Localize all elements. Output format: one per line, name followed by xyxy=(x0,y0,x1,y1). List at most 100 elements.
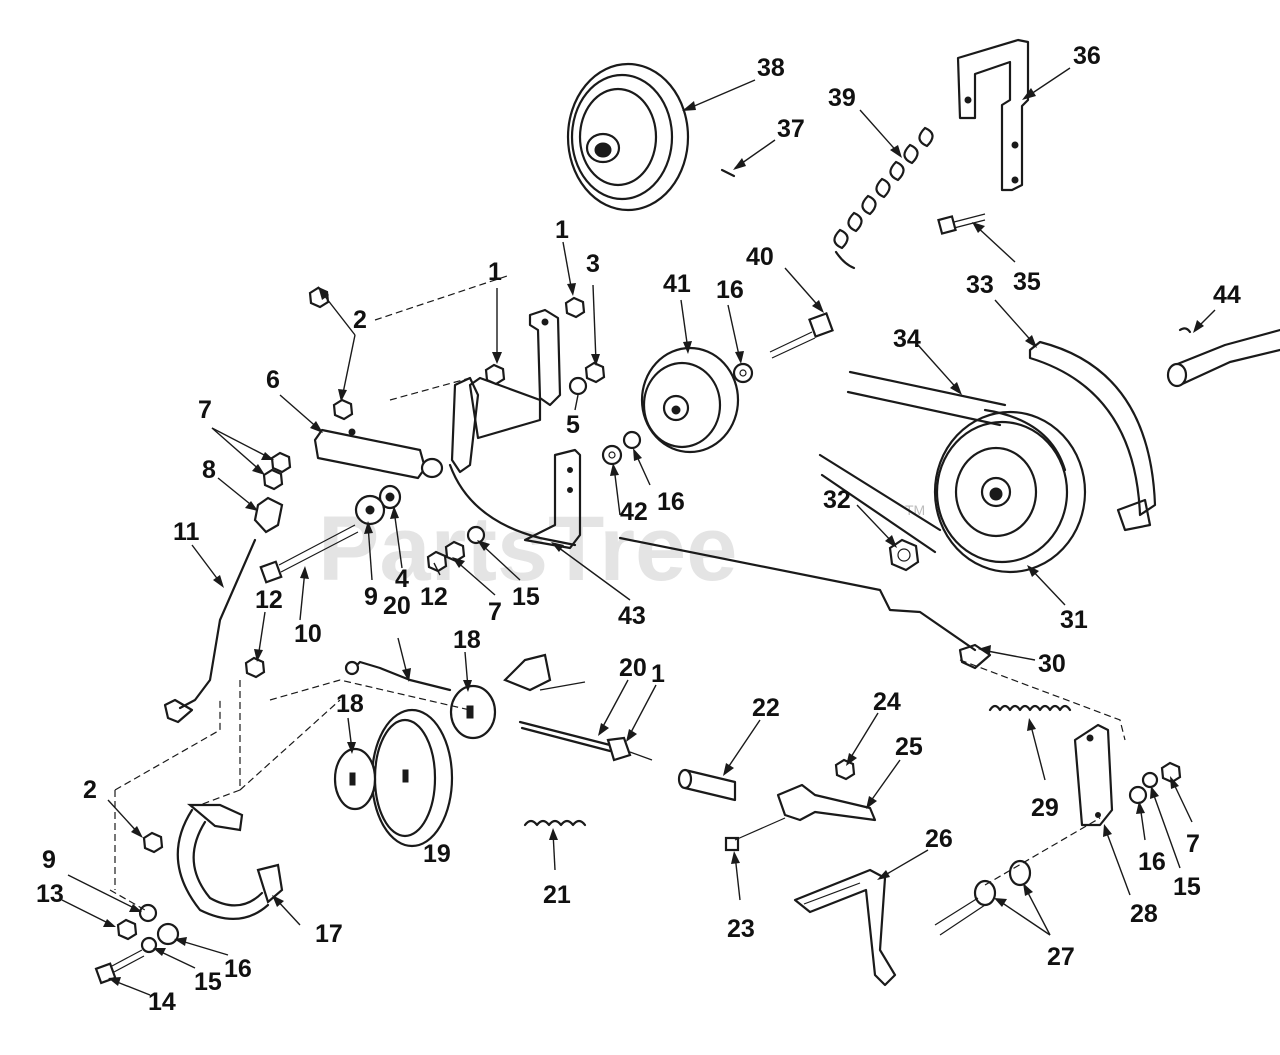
callout-4: 4 xyxy=(395,565,409,593)
callout-27: 27 xyxy=(1047,943,1075,971)
callout-20-a: 20 xyxy=(383,592,411,620)
part-12-nut-a xyxy=(244,656,266,679)
callout-18-b: 18 xyxy=(336,690,364,718)
callout-24: 24 xyxy=(873,688,901,716)
callout-16-c: 16 xyxy=(1138,848,1166,876)
part-3-nut xyxy=(584,361,606,384)
callout-8: 8 xyxy=(202,456,216,484)
callout-7-b: 7 xyxy=(488,598,502,626)
part-44-shaft xyxy=(1166,327,1280,388)
callout-20-b: 20 xyxy=(619,654,647,682)
callout-30: 30 xyxy=(1038,650,1066,678)
callout-38: 38 xyxy=(757,54,785,82)
part-6-lever xyxy=(313,428,444,480)
part-17-brake-band xyxy=(176,803,284,920)
callout-19: 19 xyxy=(423,840,451,868)
callout-12-b: 12 xyxy=(420,583,448,611)
callout-33: 33 xyxy=(966,271,994,299)
callout-17: 17 xyxy=(315,920,343,948)
part-18-cam-b xyxy=(333,747,377,811)
watermark-trademark: TM xyxy=(905,502,925,518)
part-24-nut xyxy=(834,758,856,781)
part-27-pivot xyxy=(934,859,1032,936)
callout-15-a: 15 xyxy=(512,583,540,611)
part-1-nut-a xyxy=(564,296,586,319)
part-12-7-15-hardware xyxy=(426,525,486,573)
part-31-pulley xyxy=(933,410,1087,574)
part-pivot-fitting xyxy=(503,653,586,692)
callout-39: 39 xyxy=(828,84,856,112)
callout-7-c: 7 xyxy=(1186,830,1200,858)
watermark-text: PartsTree xyxy=(318,498,737,600)
part-26-pedal xyxy=(793,868,897,987)
part-9-washer-a xyxy=(354,494,386,526)
part-1-nut-b xyxy=(484,363,506,386)
callout-15-c: 15 xyxy=(194,968,222,996)
callout-32: 32 xyxy=(823,486,851,514)
callouts: 38 37 39 36 35 44 33 34 32 31 40 41 16 1… xyxy=(36,42,1241,1016)
part-25-lever xyxy=(776,783,877,822)
callout-34: 34 xyxy=(893,325,921,353)
callout-28: 28 xyxy=(1130,900,1158,928)
part-43-arm xyxy=(523,448,582,550)
part-22-sleeve xyxy=(677,768,737,802)
part-21-spring xyxy=(523,819,587,827)
callout-40: 40 xyxy=(746,243,774,271)
part-38-pulley xyxy=(566,62,690,212)
callout-3: 3 xyxy=(586,250,600,278)
callout-2-b: 2 xyxy=(83,776,97,804)
callout-15-b: 15 xyxy=(1173,873,1201,901)
callout-1-a: 1 xyxy=(555,216,569,244)
part-7-nuts-a xyxy=(262,451,292,491)
callout-16-b: 16 xyxy=(657,488,685,516)
callout-44: 44 xyxy=(1213,281,1241,309)
callout-12-a: 12 xyxy=(255,586,283,614)
callout-16-d: 16 xyxy=(224,955,252,983)
part-16-washer-a xyxy=(732,362,754,384)
callout-9-a: 9 xyxy=(364,583,378,611)
callout-37: 37 xyxy=(777,115,805,143)
part-23-bolt xyxy=(724,817,786,852)
callout-23: 23 xyxy=(727,915,755,943)
leader-lines xyxy=(61,67,1216,996)
callout-1-c: 1 xyxy=(651,660,665,688)
part-42-spacer xyxy=(601,444,623,466)
part-16-washer-b xyxy=(622,430,642,450)
part-40-bolt xyxy=(769,312,834,359)
part-28-hardware xyxy=(1128,761,1182,805)
part-28-plate xyxy=(1073,723,1114,827)
callout-10: 10 xyxy=(294,620,322,648)
part-33-belt-guard xyxy=(1028,340,1157,532)
callout-42: 42 xyxy=(620,498,648,526)
callout-36: 36 xyxy=(1073,42,1101,70)
callout-26: 26 xyxy=(925,825,953,853)
part-4-spacer xyxy=(378,484,402,510)
part-15-washer xyxy=(140,936,158,954)
callout-43: 43 xyxy=(618,602,646,630)
callout-1-b: 1 xyxy=(488,258,502,286)
part-39-spring xyxy=(833,126,934,270)
callout-22: 22 xyxy=(752,694,780,722)
callout-41: 41 xyxy=(663,270,691,298)
part-9-washer-b xyxy=(138,903,158,923)
part-20-rod-a xyxy=(344,660,452,692)
part-2-nut-b xyxy=(142,831,164,854)
callout-29: 29 xyxy=(1031,794,1059,822)
part-41-idler-pulley xyxy=(640,346,740,454)
callout-16-a: 16 xyxy=(716,276,744,304)
part-37-key xyxy=(720,168,736,178)
callout-35: 35 xyxy=(1013,268,1041,296)
callout-18-a: 18 xyxy=(453,626,481,654)
callout-7-a: 7 xyxy=(198,396,212,424)
callout-13: 13 xyxy=(36,880,64,908)
callout-6: 6 xyxy=(266,366,280,394)
part-2-nuts xyxy=(308,286,354,421)
part-16-washer-c xyxy=(156,922,180,946)
part-36-bracket xyxy=(956,38,1030,192)
callout-11: 11 xyxy=(173,518,200,546)
part-11-rod xyxy=(163,538,257,724)
part-8-connector xyxy=(253,496,284,534)
part-32-nut xyxy=(888,538,920,572)
callout-31: 31 xyxy=(1060,606,1088,634)
